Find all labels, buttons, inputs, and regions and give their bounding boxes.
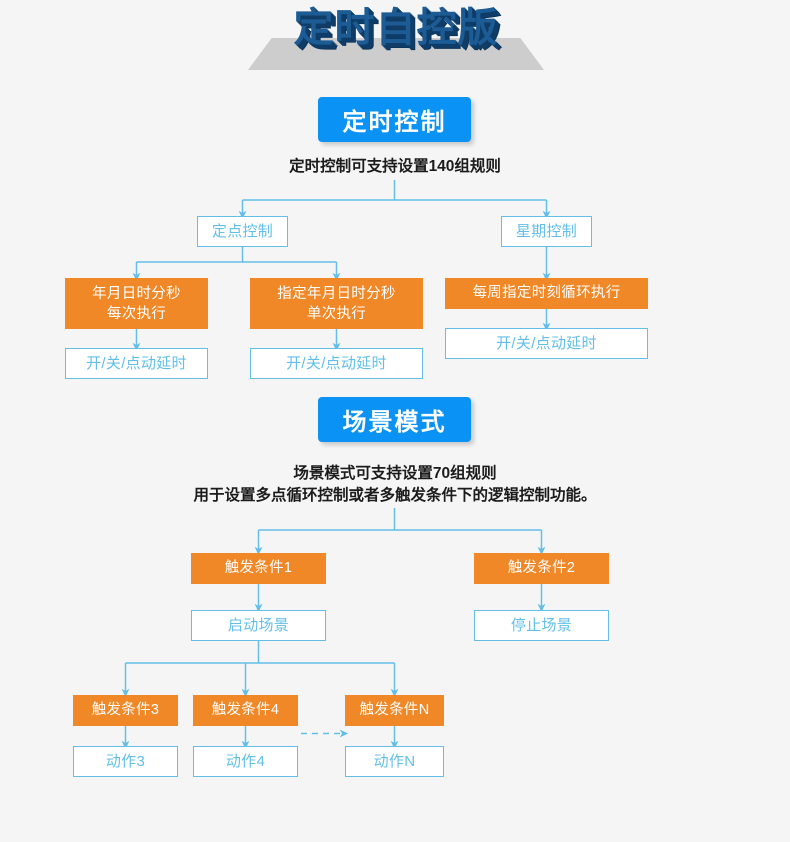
node-weekly-execute[interactable]: 每周指定时刻循环执行 (445, 278, 648, 309)
node-trigger-condition-n[interactable]: 触发条件N (345, 695, 444, 726)
node-single-execute[interactable]: 指定年月日时分秒 单次执行 (250, 278, 423, 329)
banner-plate-shape (248, 38, 544, 70)
page-title: 定时自控版 (293, 6, 499, 50)
node-action-onoff-delay-c[interactable]: 开/关/点动延时 (445, 328, 648, 359)
scene-caption-line-2: 用于设置多点循环控制或者多触发条件下的逻辑控制功能。 (193, 487, 597, 504)
node-stop-scene[interactable]: 停止场景 (474, 610, 609, 641)
node-weekly-control[interactable]: 星期控制 (501, 216, 592, 247)
node-repeat-execute[interactable]: 年月日时分秒 每次执行 (65, 278, 208, 329)
section-button-scene[interactable]: 场景模式 (318, 397, 471, 442)
scene-caption-line-1: 场景模式可支持设置70组规则 (293, 465, 497, 482)
node-fixed-point-control[interactable]: 定点控制 (197, 216, 288, 247)
node-trigger-condition-3[interactable]: 触发条件3 (73, 695, 178, 726)
node-action-4[interactable]: 动作4 (193, 746, 298, 777)
node-start-scene[interactable]: 启动场景 (191, 610, 326, 641)
timer-caption: 定时控制可支持设置140组规则 (289, 158, 501, 175)
node-action-n[interactable]: 动作N (345, 746, 444, 777)
node-action-3[interactable]: 动作3 (73, 746, 178, 777)
node-trigger-condition-4[interactable]: 触发条件4 (193, 695, 298, 726)
header-banner: 定时自控版 (248, 0, 544, 86)
node-trigger-condition-1[interactable]: 触发条件1 (191, 553, 326, 584)
section-button-timer[interactable]: 定时控制 (318, 97, 471, 142)
node-action-onoff-delay-a[interactable]: 开/关/点动延时 (65, 348, 208, 379)
node-trigger-condition-2[interactable]: 触发条件2 (474, 553, 609, 584)
node-action-onoff-delay-b[interactable]: 开/关/点动延时 (250, 348, 423, 379)
